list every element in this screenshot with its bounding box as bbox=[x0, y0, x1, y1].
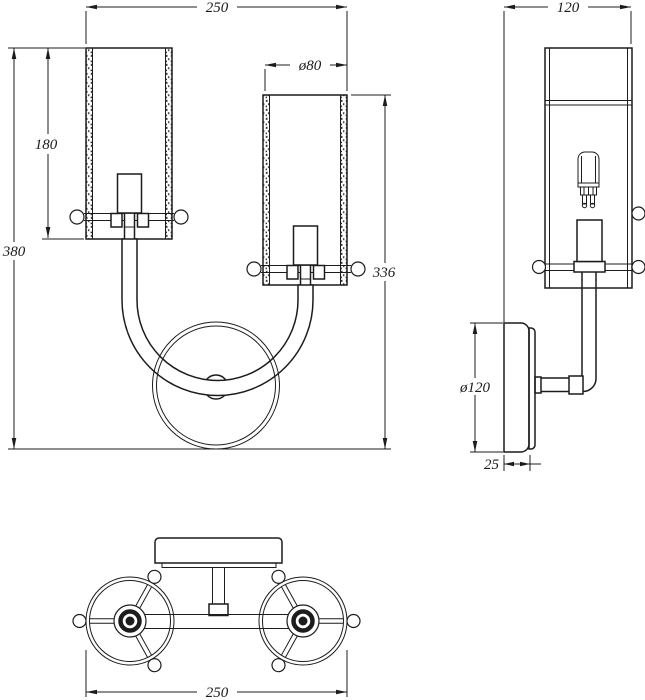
bottom-stem bbox=[208, 567, 229, 617]
front-view: 250 ø80 180 380 bbox=[2, 0, 396, 450]
bottom-right-wheel bbox=[258, 569, 361, 673]
wheel-ball bbox=[346, 613, 361, 629]
side-shade bbox=[544, 47, 633, 289]
wheel-ball bbox=[147, 569, 162, 584]
side-socket bbox=[576, 219, 603, 263]
left-holder-ball-left bbox=[69, 209, 85, 225]
side-holder-ball-front bbox=[631, 259, 645, 275]
dim-bottom-width-label: 250 bbox=[206, 685, 229, 700]
arrowhead bbox=[336, 4, 347, 10]
left-holder-ball-right bbox=[173, 209, 189, 225]
right-holder-clamp-left bbox=[286, 264, 299, 280]
right-holder-clamp-right bbox=[312, 264, 326, 280]
left-holder-clamp-right bbox=[136, 212, 150, 228]
arrowhead bbox=[86, 689, 97, 695]
right-shade-texture-left bbox=[263, 95, 270, 285]
arrowhead bbox=[520, 461, 530, 467]
bottom-left-wheel bbox=[72, 569, 175, 673]
dim-front-width: 250 bbox=[85, 0, 348, 91]
right-socket bbox=[292, 225, 319, 266]
left-socket bbox=[116, 173, 143, 214]
dim-plate-diameter-label: ø120 bbox=[459, 380, 491, 396]
dim-front-width-label: 250 bbox=[206, 0, 229, 16]
arrowhead bbox=[45, 227, 51, 238]
bottom-view: 250 bbox=[72, 537, 361, 700]
side-upper-ball bbox=[631, 206, 645, 221]
elbow-sleeve bbox=[568, 375, 584, 395]
dim-depth: 120 bbox=[503, 0, 632, 322]
dim-shade-height-label: 180 bbox=[35, 137, 58, 153]
wheel-ball bbox=[72, 613, 87, 629]
bottom-stem-block bbox=[208, 603, 229, 617]
g9-pin-right bbox=[590, 194, 595, 205]
dim-shade-diameter: ø80 bbox=[264, 58, 347, 91]
left-lamp-holder bbox=[69, 173, 189, 241]
right-holder-ball-left bbox=[246, 261, 262, 277]
dim-shade-height: 180 bbox=[8, 47, 85, 240]
curved-arm bbox=[121, 238, 314, 397]
wall-plate-ring bbox=[152, 321, 280, 450]
arrowhead bbox=[472, 441, 478, 452]
dim-plate-depth-label: 25 bbox=[484, 457, 500, 473]
arrowhead bbox=[86, 4, 97, 10]
dim-shade-diameter-label: ø80 bbox=[298, 58, 322, 74]
dim-bottom-width: 250 bbox=[85, 650, 348, 700]
dim-total-height: 380 bbox=[2, 48, 391, 450]
dim-depth-label: 120 bbox=[557, 0, 580, 16]
g9-pin-left bbox=[582, 194, 587, 205]
arrowhead bbox=[336, 689, 347, 695]
arrowhead bbox=[11, 48, 17, 59]
side-wall-plate bbox=[503, 322, 536, 453]
dim-lower-shade-height: 336 bbox=[351, 94, 396, 449]
left-holder-clamp-left bbox=[110, 212, 123, 228]
wheel-ball bbox=[271, 569, 286, 584]
arrowhead bbox=[504, 461, 514, 467]
arrowhead bbox=[11, 438, 17, 449]
dim-total-height-label: 380 bbox=[2, 244, 26, 260]
right-holder-candle bbox=[299, 264, 312, 288]
arrowhead bbox=[504, 4, 515, 10]
arrowhead bbox=[45, 48, 51, 59]
bottom-wall-plate bbox=[154, 537, 283, 568]
right-shade-texture-right bbox=[340, 95, 347, 285]
side-holder-collar bbox=[573, 260, 606, 273]
arrowhead bbox=[382, 438, 388, 449]
arrowhead bbox=[336, 62, 347, 68]
wheel-ball bbox=[147, 658, 162, 673]
left-shade-texture-right bbox=[165, 48, 172, 239]
arrowhead bbox=[265, 62, 276, 68]
side-arm bbox=[534, 271, 597, 395]
arrowhead bbox=[620, 4, 631, 10]
right-holder-ball-right bbox=[350, 261, 366, 277]
arrowhead bbox=[382, 95, 388, 106]
dim-lower-shade-height-label: 336 bbox=[372, 265, 396, 281]
dim-plate-depth: 25 bbox=[484, 455, 541, 473]
bottom-crossbar bbox=[130, 614, 303, 629]
left-shade-texture-left bbox=[86, 48, 93, 239]
plate-flange bbox=[534, 376, 542, 394]
dim-plate-diameter: ø120 bbox=[459, 322, 503, 453]
side-holder-ball-back bbox=[531, 259, 547, 275]
g9-bulb bbox=[577, 151, 600, 209]
wheel-ball bbox=[271, 658, 286, 673]
arrowhead bbox=[472, 323, 478, 334]
side-lamp-holder bbox=[531, 219, 645, 275]
side-view: 120 bbox=[459, 0, 645, 473]
